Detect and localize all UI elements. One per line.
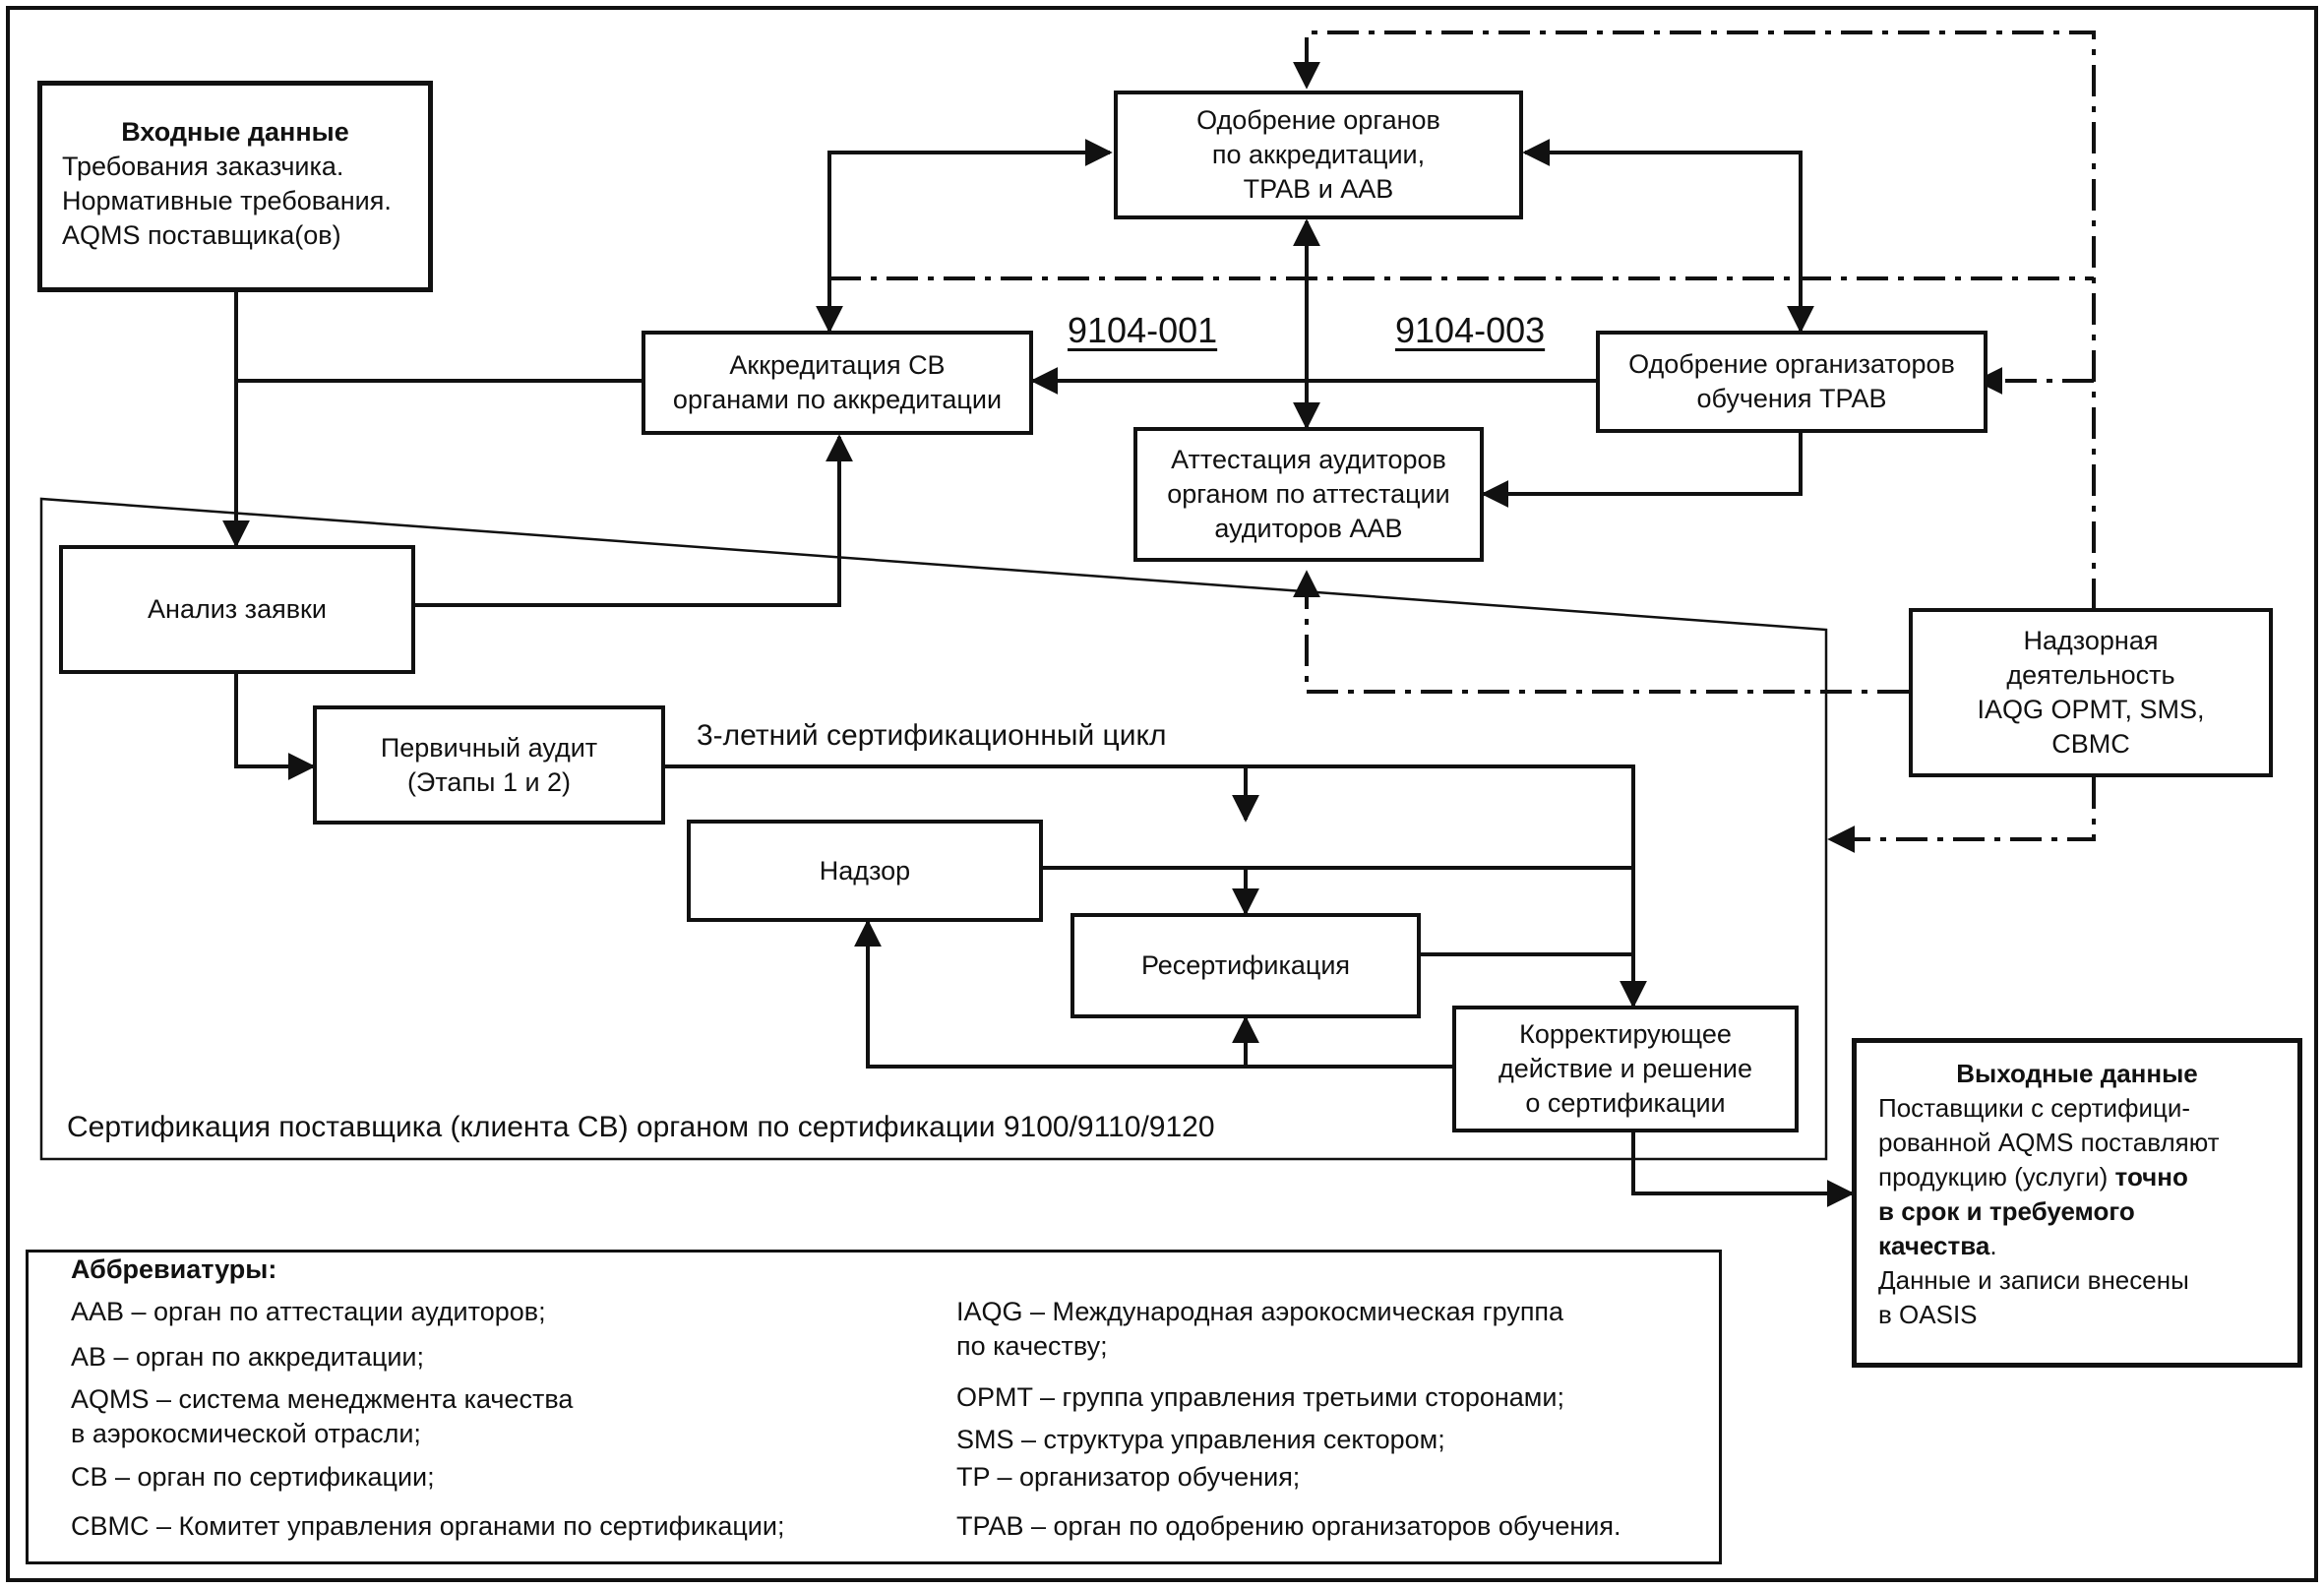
input-data-title: Входные данные — [121, 117, 349, 147]
abbreviation-entry: OPMT – группа управления третьими сторон… — [956, 1382, 1564, 1412]
abbreviation-entry: CBMC – Комитет управления органами по се… — [71, 1511, 785, 1541]
oversight-box: Надзорная деятельность IAQG OPMT, SMS, C… — [1909, 608, 2273, 777]
oversight-line: Надзорная — [2023, 626, 2159, 655]
output-bold-text: в срок и требуемого — [1878, 1196, 2135, 1226]
cycle-label: 3-летний сертификационный цикл — [697, 719, 1167, 752]
arrow-approval-accreditation — [816, 139, 1113, 334]
abbreviation-entry: по качеству; — [956, 1331, 1108, 1361]
output-data-line: продукцию (услуги) точно — [1878, 1160, 2188, 1194]
application-label: Анализ заявки — [148, 594, 327, 624]
oversight-line: деятельность — [2006, 660, 2175, 690]
corrective-line: о сертификации — [1525, 1088, 1726, 1118]
output-text: продукцию (услуги) — [1878, 1162, 2115, 1192]
initial-audit-box: Первичный аудит (Этапы 1 и 2) — [313, 705, 665, 825]
output-data-line: в OASIS — [1878, 1300, 1978, 1329]
corrective-action-box: Корректирующее действие и решение о серт… — [1452, 1006, 1799, 1132]
tp-approval-line: обучения TPAB — [1696, 384, 1887, 413]
abbreviation-entry: CB – орган по сертификации; — [71, 1462, 435, 1492]
abbreviation-entry: AAB – орган по аттестации аудиторов; — [71, 1297, 546, 1326]
standard-code-9104-001: 9104-001 — [1068, 310, 1218, 350]
recertification-box: Ресертификация — [1070, 913, 1421, 1018]
approval-bodies-box: Одобрение органов по аккредитации, TPAB … — [1114, 91, 1523, 219]
arrow-audit-to-surveillance — [665, 764, 1259, 823]
auditor-attestation-box: Аттестация аудиторов органом по аттестац… — [1133, 427, 1484, 562]
auditor-line: Аттестация аудиторов — [1171, 445, 1446, 474]
arrow-approval-tp — [1522, 139, 1814, 334]
output-text: . — [1989, 1231, 1997, 1260]
output-bold-text: качества — [1878, 1231, 1990, 1260]
input-data-line: Нормативные требования. — [62, 186, 392, 215]
arrow-application-to-accreditation — [415, 434, 853, 607]
oversight-line: IAQG OPMT, SMS, — [1977, 695, 2205, 724]
standard-code-9104-003: 9104-003 — [1395, 310, 1546, 350]
recertification-label: Ресертификация — [1140, 950, 1351, 980]
arrow-corrective-to-surveillance — [854, 919, 1246, 1069]
arrow-oversight-to-approval — [1293, 31, 2096, 610]
approval-line: по аккредитации, — [1211, 140, 1426, 169]
corrective-line: Корректирующее — [1519, 1019, 1732, 1049]
input-data-box: Входные данные Требования заказчика. Нор… — [37, 81, 433, 292]
arrow-oversight-to-region — [1827, 777, 2096, 853]
accreditation-line: органами по аккредитации — [672, 385, 1003, 414]
corrective-line: действие и решение — [1498, 1054, 1752, 1083]
auditor-line: органом по аттестации — [1167, 479, 1450, 509]
output-bold-text: точно — [2114, 1162, 2188, 1192]
abbreviations-box — [26, 1250, 1722, 1564]
abbreviation-entry: AQMS – система менеджмента качества — [71, 1384, 574, 1414]
abbreviation-entry: в аэрокосмической отрасли; — [71, 1419, 421, 1448]
arrow-corrective-to-recert — [1232, 1015, 1452, 1069]
input-data-line: AQMS поставщика(ов) — [62, 220, 341, 250]
abbreviation-entry: TPAB – орган по одобрению организаторов … — [956, 1511, 1621, 1541]
arrow-application-to-audit — [234, 674, 316, 780]
arrow-oversight-to-auditor — [1293, 570, 1909, 694]
region-label: Сертификация поставщика (клиента СВ) орг… — [67, 1111, 1215, 1143]
abbreviation-entry: TP – организатор обучения; — [956, 1462, 1301, 1492]
arrow-cycle-to-corrective — [1246, 764, 1647, 1008]
output-data-line: качества. — [1878, 1229, 1997, 1263]
initial-audit-line: (Этапы 1 и 2) — [406, 766, 572, 797]
output-data-line: рованной AQMS поставляют — [1878, 1128, 2220, 1157]
tp-approval-box: Одобрение организаторов обучения TPAB — [1596, 331, 1988, 433]
accreditation-box: Аккредитация СВ органами по аккредитации — [642, 331, 1033, 435]
abbreviations-title: Аббревиатуры: — [71, 1254, 277, 1284]
surveillance-box: Надзор — [687, 820, 1043, 922]
output-data-box: Выходные данные Поставщики с сертифици- … — [1852, 1038, 2302, 1368]
output-data-title: Выходные данные — [1956, 1059, 2198, 1088]
abbreviation-entry: IAQG – Международная аэрокосмическая гру… — [956, 1297, 1564, 1326]
application-analysis-box: Анализ заявки — [59, 545, 415, 674]
tp-approval-line: Одобрение организаторов — [1628, 349, 1955, 379]
abbreviation-entry: SMS – структура управления сектором; — [956, 1425, 1445, 1454]
arrow-corrective-to-output — [1631, 1132, 1855, 1207]
approval-line: Одобрение органов — [1196, 105, 1440, 135]
input-data-line: Требования заказчика. — [62, 152, 344, 181]
arrow-tp-to-auditor — [1481, 433, 1803, 508]
auditor-line: аудиторов AAB — [1214, 514, 1403, 543]
approval-line: TPAB и AAB — [1243, 174, 1394, 204]
output-data-line: Поставщики с сертифици- — [1878, 1093, 2191, 1123]
certification-region-outline — [39, 497, 1828, 1161]
abbreviation-entry: AB – орган по аккредитации; — [71, 1342, 425, 1372]
initial-audit-line: Первичный аудит — [380, 732, 598, 763]
outer-frame — [6, 6, 2318, 1582]
accreditation-line: Аккредитация СВ — [729, 350, 946, 380]
surveillance-label: Надзор — [819, 855, 911, 886]
output-data-line: Данные и записи внесены — [1878, 1265, 2189, 1295]
oversight-line: CBMC — [2051, 729, 2130, 759]
